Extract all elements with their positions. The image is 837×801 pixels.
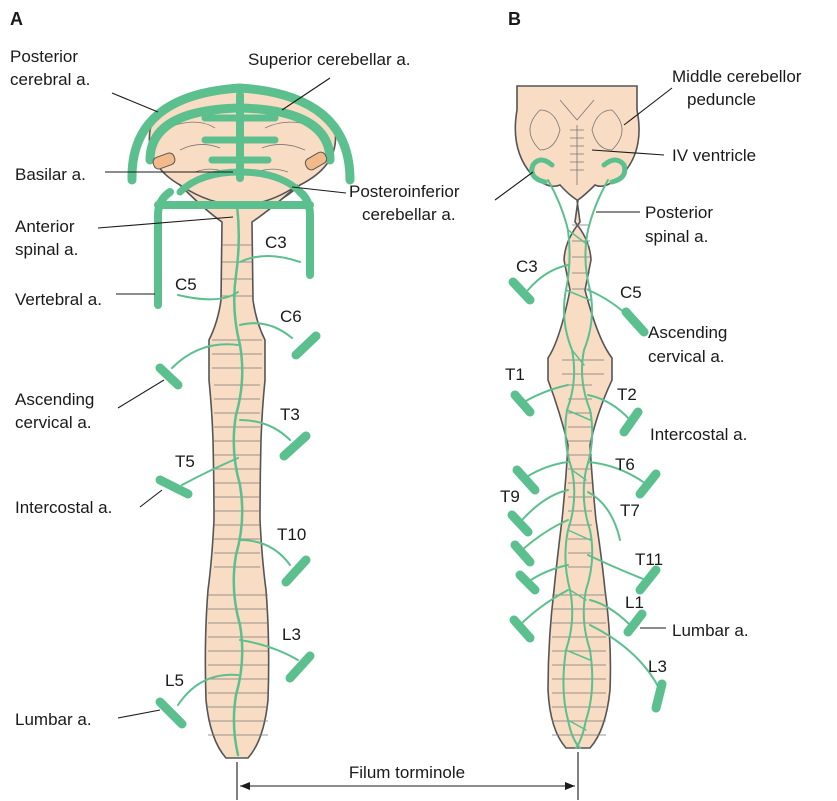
- ascending-cervical-label-2: cervical a.: [15, 413, 92, 432]
- lumbar-label-a: Lumbar a.: [15, 710, 92, 729]
- posterior-spinal-label-1: Posterior: [645, 203, 713, 222]
- level-l5-a: L5: [165, 671, 184, 690]
- basilar-label: Basilar a.: [15, 165, 86, 184]
- level-t6-b: T6: [615, 455, 635, 474]
- level-c3-a: C3: [265, 233, 287, 252]
- level-c5-a: C5: [175, 275, 197, 294]
- level-t11-b: T11: [635, 550, 663, 569]
- arrow-left-icon: [240, 782, 250, 790]
- posterior-spinal-label-2: spinal a.: [645, 227, 708, 246]
- level-t1-b: T1: [505, 365, 525, 384]
- panel-a-letter: A: [10, 9, 23, 29]
- level-t7-b: T7: [620, 501, 640, 520]
- level-l3-a: L3: [282, 625, 301, 644]
- posterior-cerebral-label-2: cerebral a.: [10, 70, 90, 89]
- intercostal-label-a: Intercostal a.: [15, 498, 112, 517]
- ascending-cervical-label-1: Ascending: [15, 390, 94, 409]
- posterior-cerebral-label-1: Posterior: [10, 47, 78, 66]
- ascending-cervical-b-label-2: cervical a.: [648, 347, 725, 366]
- level-l1-b: L1: [625, 593, 644, 612]
- panel-a: A Posterior cerebral a. Superior cerebel…: [10, 9, 460, 758]
- vertebral-label: Vertebral a.: [15, 290, 102, 309]
- level-l3-b: L3: [648, 657, 667, 676]
- level-c3-b: C3: [516, 257, 538, 276]
- middle-cerebellar-label-2: peduncle: [687, 90, 756, 109]
- arrow-right-icon: [565, 782, 575, 790]
- middle-cerebellar-label-1: Middle cerebellor: [672, 67, 802, 86]
- posteroinferior-label-2: cerebellar a.: [362, 205, 456, 224]
- spinal-cord-a: [180, 185, 298, 758]
- level-t10-a: T10: [277, 525, 306, 544]
- level-t9-b: T9: [500, 487, 520, 506]
- panel-b-letter: B: [508, 9, 521, 29]
- iv-ventricle-label: IV ventricle: [672, 146, 756, 165]
- filum-dimension: Filum torminole: [237, 752, 578, 800]
- brainstem-dorsal-b: [515, 86, 639, 748]
- ascending-cervical-b-label-1: Ascending: [648, 323, 727, 342]
- level-t3-a: T3: [280, 405, 300, 424]
- panel-b: B Middle cerebellor peduncle IV ventricl…: [495, 9, 802, 748]
- lumbar-label-b: Lumbar a.: [672, 621, 749, 640]
- level-c6-a: C6: [280, 307, 302, 326]
- level-t5-a: T5: [175, 452, 195, 471]
- superior-cerebellar-label: Superior cerebellar a.: [248, 50, 411, 69]
- filum-label: Filum torminole: [349, 763, 465, 782]
- posteroinferior-label-1: Posteroinferior: [349, 182, 460, 201]
- anterior-spinal-label-2: spinal a.: [15, 240, 78, 259]
- level-t2-b: T2: [617, 385, 637, 404]
- level-c5-b: C5: [620, 283, 642, 302]
- intercostal-label-b: Intercostal a.: [650, 425, 747, 444]
- anterior-spinal-label-1: Anterior: [15, 217, 75, 236]
